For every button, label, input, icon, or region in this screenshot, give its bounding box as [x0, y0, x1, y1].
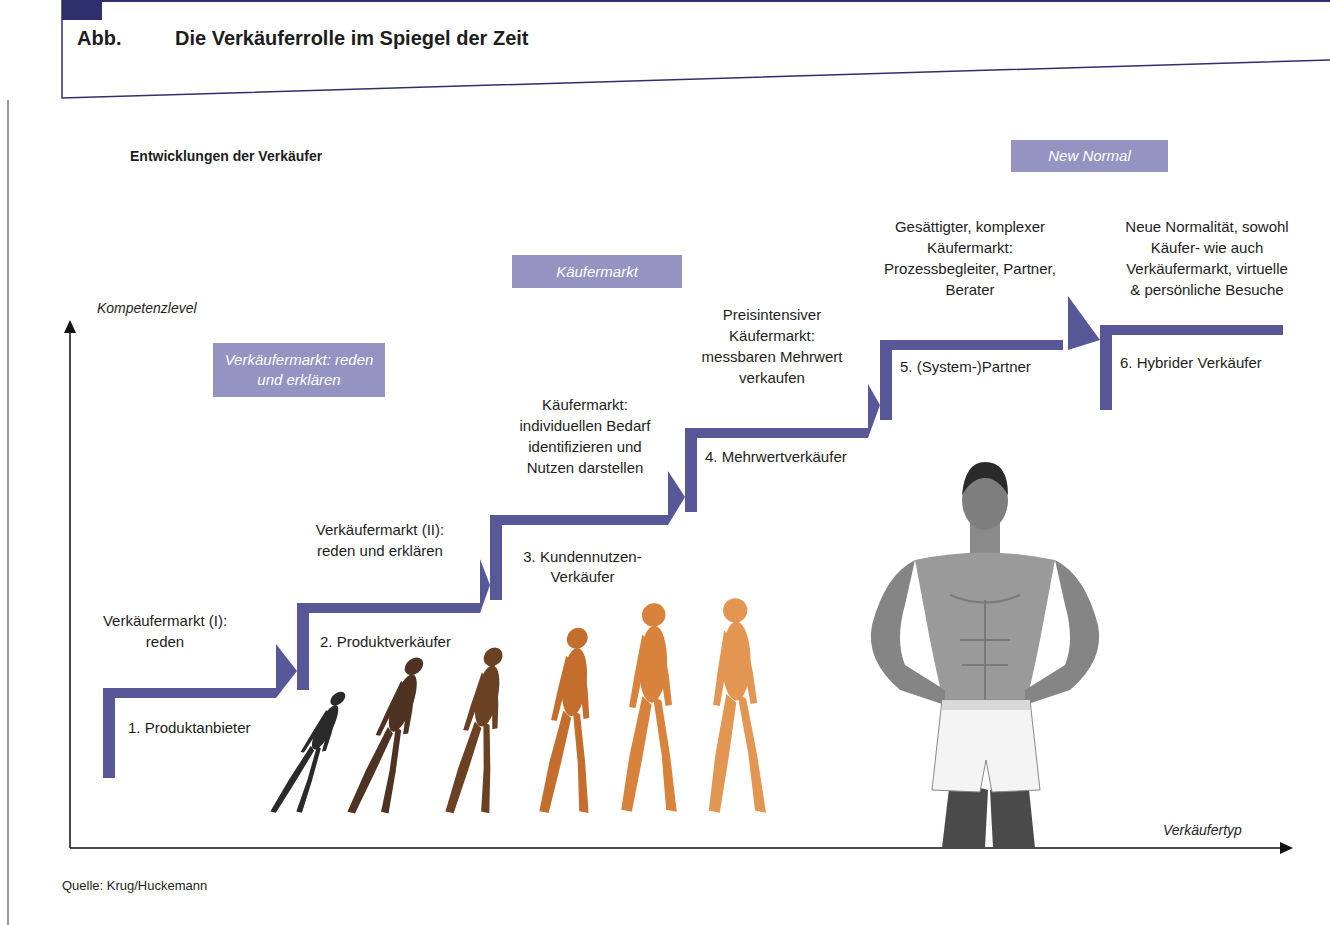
band-text: Verkäufermarkt: reden und erklären [223, 350, 375, 390]
step-outline [685, 428, 868, 512]
step-bar [297, 603, 309, 690]
torso [915, 553, 1055, 706]
step-line [685, 428, 868, 438]
seller-type: 5. (System-)Partner [900, 357, 1063, 377]
header-block [62, 0, 102, 20]
step-outline [880, 340, 1063, 420]
step-line [103, 688, 276, 698]
step-bar [1100, 325, 1112, 410]
axis-arrow [1280, 842, 1293, 854]
figure-title: Die Verkäuferrolle im Spiegel der Zeit [175, 27, 528, 50]
market-description: Neue Normalität, sowohl Käufer- wie auch… [1122, 216, 1292, 300]
market-band: New Normal [1011, 140, 1168, 172]
market-description: Käufermarkt: individuellen Bedarf identi… [510, 394, 660, 478]
axis-label: Verkäufertyp [1163, 822, 1242, 838]
step-box: Gesättigter, komplexer Käufermarkt: Proz… [880, 340, 1063, 420]
axis-arrow [64, 320, 76, 333]
band-text: Käufermarkt [556, 262, 638, 282]
ape-figure [270, 692, 359, 813]
step-box: Käufermarkt: individuellen Bedarf identi… [490, 515, 668, 600]
seller-type: 4. Mehrwertverkäufer [705, 447, 868, 467]
step-arrow [668, 471, 685, 525]
header-frame [8, 0, 1330, 925]
seller-type: 6. Hybrider Verkäufer [1120, 353, 1283, 373]
step-box: Verkäufermarkt (I): reden1. Produktanbie… [103, 688, 276, 778]
y-axis [69, 330, 71, 848]
figure-prefix: Abb. [77, 27, 121, 50]
seller-type: 1. Produktanbieter [128, 718, 276, 738]
arrow-head [276, 644, 297, 698]
step-bar [880, 340, 892, 420]
arrow-head [480, 559, 490, 613]
step-bar [103, 688, 115, 778]
subheading: Entwicklungen der Verkäufer [130, 148, 322, 164]
step-arrow [276, 644, 297, 698]
arm [871, 560, 945, 705]
arm [1025, 560, 1099, 705]
step-arrow [1068, 296, 1100, 350]
waistband [942, 700, 1030, 710]
step-line [490, 515, 668, 525]
athlete-figure [871, 462, 1099, 848]
frame-line [8, 100, 9, 925]
seller-type: 3. Kundennutzen-Verkäufer [505, 547, 660, 587]
step-box: Neue Normalität, sowohl Käufer- wie auch… [1100, 325, 1283, 410]
step-line [297, 603, 480, 613]
axis-label: Kompetenzlevel [97, 300, 197, 316]
arrow-head [668, 471, 685, 525]
hair [962, 462, 1008, 495]
band-text: New Normal [1048, 146, 1131, 166]
human-figure [621, 603, 684, 812]
market-band: Käufermarkt [512, 255, 682, 288]
market-band: Verkäufermarkt: reden und erklären [213, 343, 385, 397]
market-description: Verkäufermarkt (II): reden und erklären [300, 519, 460, 561]
axes [64, 320, 1293, 854]
evolution-figures [270, 598, 766, 813]
step-line [880, 340, 1063, 350]
step-box: Preisintensiver Käufermarkt: messbaren M… [685, 428, 868, 512]
seller-type: 2. Produktverkäufer [320, 632, 480, 652]
ape-figure [347, 657, 439, 813]
step-line [1100, 325, 1283, 335]
header-line [62, 0, 1330, 98]
arrow-head [1068, 296, 1100, 350]
market-description: Preisintensiver Käufermarkt: messbaren M… [697, 304, 847, 388]
human-figure [709, 598, 766, 813]
step-bar [685, 428, 697, 512]
arrow-head [868, 384, 880, 438]
market-description: Gesättigter, komplexer Käufermarkt: Proz… [883, 216, 1058, 300]
step-arrow [480, 559, 490, 613]
step-arrow [868, 384, 880, 438]
step-box: Verkäufermarkt (II): reden und erklären2… [297, 603, 480, 690]
shorts [932, 700, 1040, 792]
header-line [62, 0, 1330, 2]
muscle-lines [950, 595, 1020, 700]
source-caption: Quelle: Krug/Huckemann [62, 878, 207, 893]
hominid-figure [539, 628, 605, 813]
market-description: Verkäufermarkt (I): reden [90, 610, 240, 652]
hominid-figure [445, 648, 518, 814]
x-axis [70, 847, 1282, 849]
step-bar [490, 515, 502, 600]
